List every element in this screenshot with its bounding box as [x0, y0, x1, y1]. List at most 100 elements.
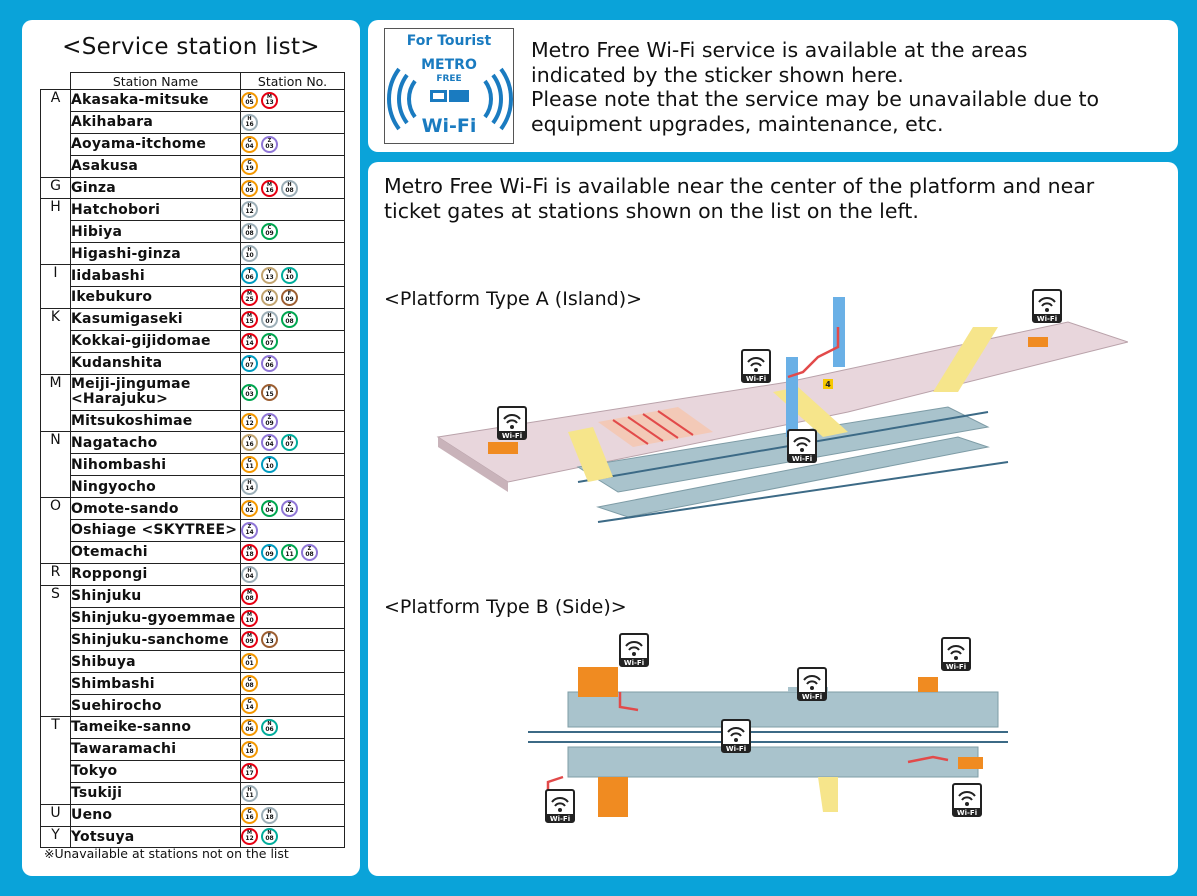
index-letter: Y	[40, 825, 71, 849]
station-number: 02	[285, 507, 294, 515]
line-letter: G	[247, 181, 252, 188]
line-letter: N	[287, 269, 292, 276]
station-number: 16	[245, 441, 254, 449]
wifi-waves-icon	[387, 67, 513, 131]
station-name: Shinjuku-gyoemmae	[70, 606, 241, 630]
line-letter: H	[267, 808, 272, 815]
station-name-text: Nagatacho	[71, 434, 158, 451]
station-number: 03	[265, 142, 274, 150]
station-number: 18	[265, 813, 274, 821]
line-letter: F	[287, 290, 292, 297]
list-footnote: ※Unavailable at stations not on the list	[44, 846, 289, 861]
marker-number: 4	[825, 380, 831, 389]
station-name-text: Yotsuya	[71, 828, 135, 845]
line-letter: M	[247, 633, 252, 640]
line-letter: G	[247, 808, 252, 815]
station-name: Shibuya	[70, 650, 241, 674]
station-name-text: Ginza	[71, 180, 116, 196]
station-name-text: Shimbashi	[71, 675, 155, 692]
wifi-label: Wi-Fi	[624, 659, 644, 667]
line-letter: H	[247, 225, 252, 232]
wifi-label: Wi-Fi	[957, 809, 977, 817]
station-list-title: <Service station list>	[62, 34, 320, 60]
station-number: 04	[265, 441, 274, 449]
station-name: Ueno	[70, 803, 241, 827]
station-number: 10	[245, 616, 254, 624]
station-number: 12	[245, 208, 254, 216]
station-name-text: Hatchobori	[71, 201, 161, 218]
station-number: 06	[265, 361, 274, 369]
platform-b-diagram: Wi-Fi Wi-Fi Wi-Fi Wi-Fi	[528, 633, 1008, 823]
station-name: Tokyo	[70, 759, 241, 783]
line-letter: G	[247, 137, 252, 144]
station-number: 14	[245, 485, 254, 493]
line-letter: H	[287, 181, 292, 188]
station-name-text: Omote-sando	[71, 500, 179, 517]
index-letter: A	[40, 89, 71, 178]
index-letter: T	[40, 716, 71, 805]
station-number: 09	[245, 638, 254, 646]
station-number: 05	[245, 98, 254, 106]
station-name-text: Tawaramachi	[71, 741, 177, 758]
station-number: 07	[285, 441, 294, 449]
station-number: 13	[265, 98, 274, 106]
station-name: Asakusa	[70, 154, 241, 178]
station-number: 07	[265, 317, 274, 325]
line-letter: C	[267, 225, 272, 232]
station-name-text: Akihabara	[71, 114, 153, 131]
index-letter: G	[40, 176, 71, 200]
sticker-description-line: equipment upgrades, maintenance, etc.	[531, 111, 944, 136]
station-number: 04	[245, 142, 254, 150]
line-letter: Z	[267, 137, 272, 144]
station-number: 09	[265, 230, 274, 238]
station-number: 16	[265, 186, 274, 194]
wifi-label: Wi-Fi	[1037, 315, 1057, 323]
wifi-sticker: For Tourist METRO FREE Wi-Fi	[384, 28, 514, 144]
wifi-sticker-icon: Wi-Fi	[941, 637, 971, 671]
availability-description: Metro Free Wi-Fi is available near the c…	[384, 174, 1094, 223]
wifi-label: Wi-Fi	[946, 663, 966, 671]
line-letter: M	[247, 545, 252, 552]
line-letter: M	[247, 334, 252, 341]
station-number: 08	[305, 550, 314, 558]
station-name: Roppongi	[70, 562, 241, 586]
station-number: 14	[245, 528, 254, 536]
wifi-sticker-icon: Wi-Fi	[741, 349, 771, 383]
